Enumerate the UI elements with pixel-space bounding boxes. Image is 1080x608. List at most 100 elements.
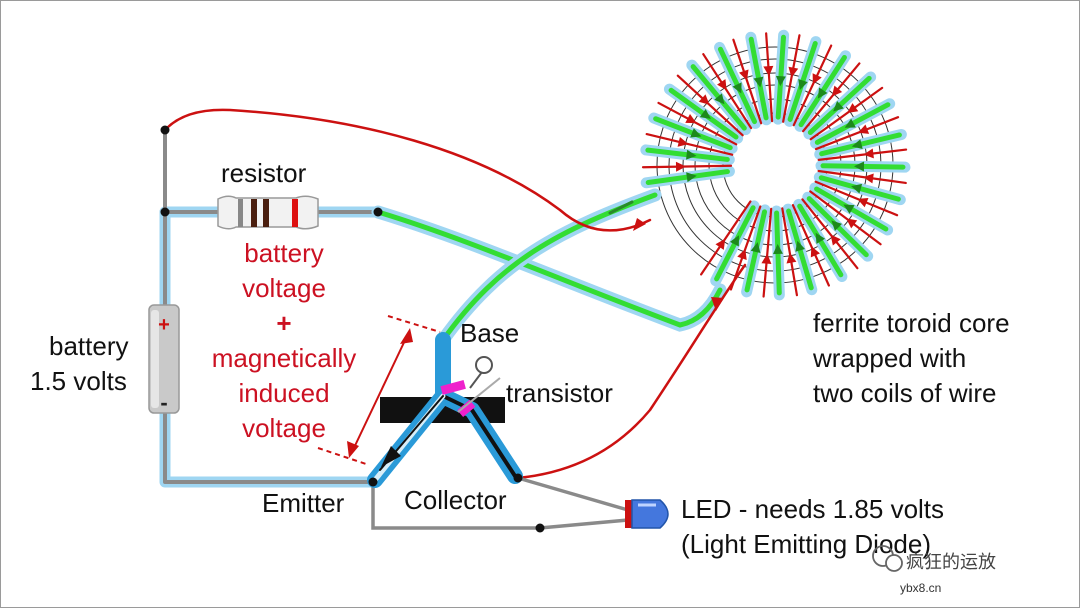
green-coil-arrow — [729, 235, 739, 247]
red-coil-turn — [702, 53, 753, 130]
green-coil-arrow — [686, 172, 697, 183]
watermark-name: 疯狂的运放 — [906, 552, 996, 572]
voltage-desc-line5: voltage — [242, 413, 326, 443]
watermark-site: ybx8.cn — [900, 581, 941, 595]
green-coil-arrow — [853, 161, 865, 172]
red-coil-arrow — [763, 65, 774, 77]
red-coil-turn — [782, 34, 801, 123]
red-coil-turn — [817, 169, 907, 185]
red-coil-arrow — [677, 136, 689, 147]
red-coil-arrow — [715, 238, 726, 250]
red-coil-arrow — [675, 161, 687, 172]
red-coil-turn — [817, 148, 908, 161]
ferrite-label-line1: ferrite toroid core — [813, 308, 1010, 338]
voltage-desc-line3: magnetically — [212, 343, 357, 373]
green-wire-resistor-to-coil — [371, 205, 727, 332]
red-wire-battery-to-coil — [163, 108, 652, 232]
red-coil-arrow — [847, 103, 859, 114]
red-coil-turn — [792, 44, 833, 127]
red-coil-arrow — [761, 253, 772, 265]
green-coil-arrow — [775, 75, 786, 87]
red-coil-arrow — [786, 252, 797, 264]
green-coil-arrow — [686, 149, 697, 160]
green-coil-arrow — [750, 242, 761, 253]
collector-label: Collector — [404, 485, 507, 515]
voltage-desc-line2: voltage — [242, 273, 326, 303]
green-coil-arrow — [851, 183, 863, 194]
green-coil-arrow — [817, 87, 828, 99]
green-coil-arrow — [795, 240, 805, 252]
emitter-label: Emitter — [262, 488, 345, 518]
green-coil-arrow — [753, 76, 764, 88]
ferrite-label-line2: wrapped with — [812, 343, 966, 373]
green-coil-arrow — [772, 243, 783, 255]
red-coil-turn — [801, 198, 859, 270]
green-wire-base-to-coil — [436, 188, 662, 347]
red-coil-turn — [809, 190, 882, 246]
ferrite-label-line3: two coils of wire — [813, 378, 997, 408]
red-coil-arrow — [685, 114, 697, 124]
red-coil-arrow — [788, 66, 799, 78]
red-coil-turn — [814, 116, 900, 151]
led-wires — [371, 476, 630, 530]
red-coil-turn — [791, 204, 830, 287]
red-coil-turn — [700, 200, 752, 276]
transistor-label: transistor — [506, 378, 613, 408]
battery-minus-sign: - — [160, 390, 167, 415]
red-coil-turn — [641, 164, 733, 169]
led-diode — [625, 499, 669, 529]
green-coil-arrow — [851, 139, 863, 149]
voltage-desc-line1: battery — [244, 238, 324, 268]
green-coil-arrow — [732, 82, 742, 94]
red-coil-turn — [814, 180, 899, 217]
voltage-desc-line4: induced — [238, 378, 329, 408]
battery-label-line1: battery — [49, 331, 129, 361]
arrow-red-coil-entry — [633, 218, 646, 231]
led-label-line2: (Light Emitting Diode) — [681, 529, 931, 559]
red-coil-arrow — [857, 124, 870, 134]
resistor — [217, 195, 319, 230]
red-coil-arrow — [717, 79, 727, 91]
junction-dots — [160, 125, 545, 533]
green-coil-arrow — [714, 93, 725, 105]
red-coil-turn — [762, 207, 773, 298]
red-coil-turn — [781, 207, 799, 297]
green-coil-arrow — [798, 78, 808, 91]
led-label-line1: LED - needs 1.85 volts — [681, 494, 944, 524]
voltage-desc-plus: + — [276, 308, 291, 338]
red-coil-arrow — [863, 148, 874, 159]
green-coil-arrow — [815, 232, 826, 244]
red-coil-arrow — [739, 69, 749, 81]
base-label: Base — [460, 318, 519, 348]
green-coil-arrow — [831, 220, 842, 231]
red-coil-turn — [676, 74, 744, 137]
battery-plus-sign: + — [158, 314, 170, 336]
red-coil-turn — [729, 205, 762, 291]
green-coil-arrow — [690, 128, 702, 138]
red-coil-arrow — [737, 248, 747, 260]
red-coil-arrow — [863, 173, 874, 184]
red-coil-turn — [657, 101, 738, 146]
red-coil-arrow — [830, 234, 841, 246]
red-coil-winding — [641, 32, 908, 298]
resistor-label: resistor — [221, 158, 307, 188]
arrow-red-coil-exit — [711, 297, 724, 311]
watermark: 疯狂的运放 ybx8.cn — [872, 545, 996, 595]
voltage-measurement-bracket — [317, 315, 441, 465]
red-coil-arrow — [846, 218, 858, 229]
red-coil-turn — [802, 62, 861, 133]
red-coil-arrow — [810, 246, 820, 258]
red-coil-turn — [809, 86, 884, 141]
red-coil-arrow — [857, 198, 869, 208]
red-coil-turn — [732, 38, 763, 125]
battery: + - — [148, 304, 180, 415]
transistor — [367, 332, 523, 488]
green-coil-arrow — [699, 108, 711, 119]
red-coil-turn — [765, 32, 774, 123]
green-coil-winding — [640, 29, 911, 301]
green-coil-arrow — [844, 118, 856, 128]
red-coil-arrow — [812, 73, 822, 85]
red-coil-turn — [645, 133, 734, 156]
green-coil-arrow — [833, 101, 844, 112]
